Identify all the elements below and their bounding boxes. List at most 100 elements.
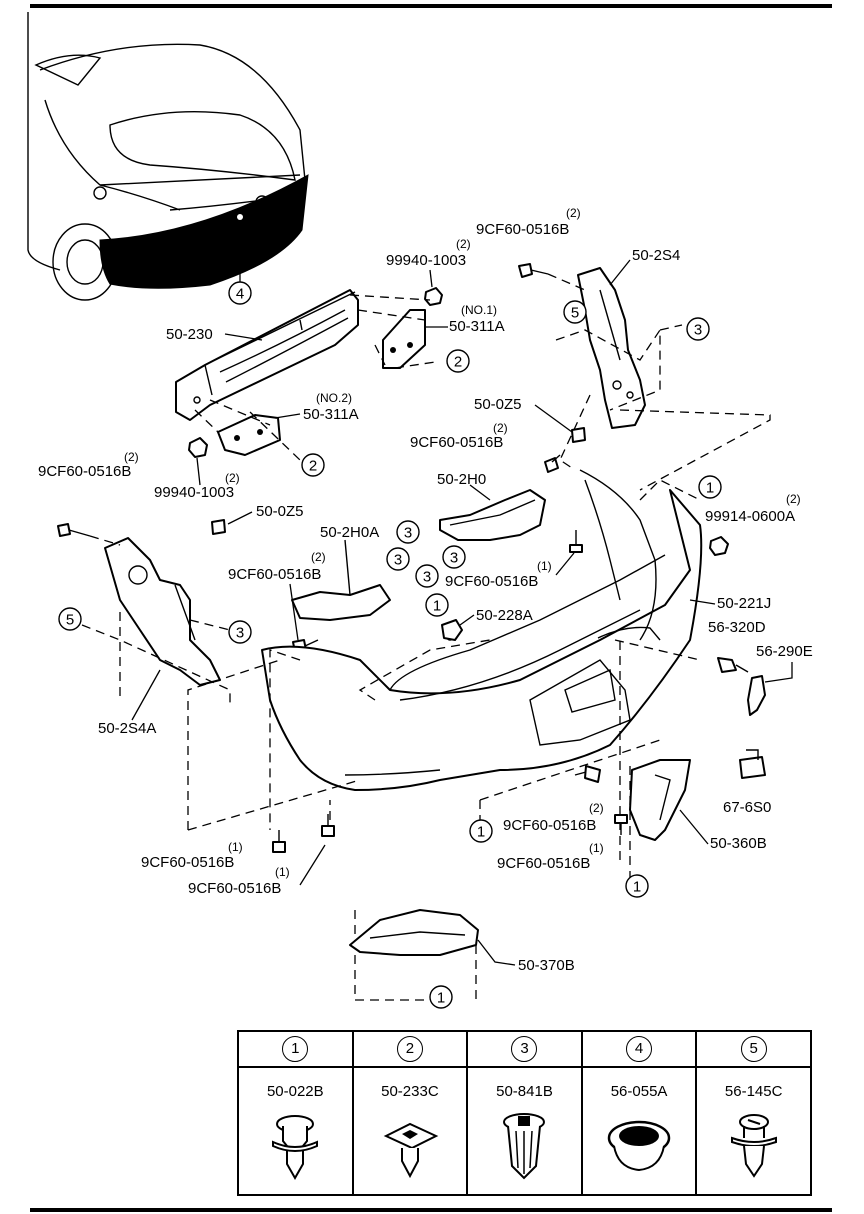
fastener-legend-table: 1 2 3 4 5 50-022B 50-233C 50-841B xyxy=(237,1030,812,1196)
grommet-clip-icon xyxy=(503,1112,546,1179)
bolt-lower-left-1 xyxy=(272,830,286,853)
lower-garnish xyxy=(349,909,479,956)
callout-2-b xyxy=(301,453,325,477)
callout-3-f xyxy=(228,620,252,644)
callout-3-b xyxy=(396,520,420,544)
nut-top xyxy=(424,287,443,306)
callout-1-a xyxy=(698,475,722,499)
bottom-rule xyxy=(30,1208,832,1212)
legend-cell-1: 50-022B xyxy=(237,1066,354,1196)
label-bolt-left: 9CF60-0516B xyxy=(38,463,131,480)
callout-3-b-label: 3 xyxy=(404,525,412,542)
callout-3-a-label: 3 xyxy=(694,322,702,339)
callout-1-e xyxy=(429,985,453,1009)
plug-cap-icon xyxy=(607,1120,671,1171)
label-bolt-lower-left1-qty: (1) xyxy=(228,840,243,854)
legend-cell-4: 56-055A xyxy=(580,1066,698,1196)
label-bolt-support-left-qty: (2) xyxy=(311,550,326,564)
clip-left xyxy=(211,519,226,535)
callout-3-c xyxy=(442,545,466,569)
bumper-reinforcement xyxy=(175,289,359,421)
callout-3-e-label: 3 xyxy=(423,569,431,586)
label-bolt-lower-left2-qty: (1) xyxy=(275,865,290,879)
legend-ref-1: 1 xyxy=(237,1030,354,1068)
callout-5-b-label: 5 xyxy=(66,612,74,629)
label-bolt-lower-center-qty: (2) xyxy=(589,801,604,815)
bolt-left xyxy=(57,523,91,537)
rear-bumper-cover xyxy=(261,469,703,791)
callout-1-d-label: 1 xyxy=(633,879,641,896)
nut-clip-icon xyxy=(383,1122,439,1178)
label-nut-left-qty: (2) xyxy=(225,471,240,485)
callout-3-e xyxy=(415,564,439,588)
legend-ref-circle: 3 xyxy=(511,1036,538,1062)
label-bolt-left-qty: (2) xyxy=(124,450,139,464)
legend-ref-5: 5 xyxy=(695,1030,812,1068)
legend-ref-circle: 4 xyxy=(626,1036,653,1062)
label-splash-shield: 50-360B xyxy=(710,835,767,852)
label-bumper: 50-221J xyxy=(717,595,771,612)
callout-5-b xyxy=(58,607,82,631)
legend-part-number: 56-145C xyxy=(724,1082,783,1100)
callout-1-c-label: 1 xyxy=(477,824,485,841)
plate-clip-holder xyxy=(739,749,766,779)
callout-2-a-label: 2 xyxy=(454,354,462,371)
label-plate-clip: 56-290E xyxy=(756,643,813,660)
callout-3-f-label: 3 xyxy=(236,625,244,642)
label-bolt-lower-center: 9CF60-0516B xyxy=(503,817,596,834)
nut-left xyxy=(188,437,208,458)
legend-ref-4: 4 xyxy=(580,1030,698,1068)
label-screw-plate: 56-320D xyxy=(708,619,766,636)
callout-2-b-label: 2 xyxy=(309,458,317,475)
callout-3-c-label: 3 xyxy=(450,550,458,567)
bolt-top-right xyxy=(518,263,549,278)
side-bracket-left xyxy=(104,537,221,686)
label-nut-right: 99914-0600A xyxy=(705,508,795,525)
label-bracket-no1: 50-311A xyxy=(449,318,505,335)
label-bracket-left: 50-2S4A xyxy=(98,720,156,737)
legend-ref-3: 3 xyxy=(466,1030,583,1068)
support-left xyxy=(291,539,391,621)
screw-plate xyxy=(717,657,749,673)
bracket-no1 xyxy=(382,309,426,369)
legend-part-number: 50-841B xyxy=(496,1082,553,1100)
screw-clip-icon xyxy=(730,1113,777,1178)
label-bracket-right: 50-2S4 xyxy=(632,247,680,264)
top-rule xyxy=(30,4,832,8)
support-center xyxy=(439,489,546,541)
side-bracket-right xyxy=(577,267,646,429)
clip-center xyxy=(571,427,586,443)
callout-4-label: 4 xyxy=(236,286,244,303)
callout-3-d xyxy=(386,547,410,571)
label-bolt-support-left: 9CF60-0516B xyxy=(228,566,321,583)
callout-3-d-label: 3 xyxy=(394,552,402,569)
legend-ref-circle: 2 xyxy=(396,1036,423,1062)
label-bolt-mid-qty: (1) xyxy=(537,559,552,573)
legend-cell-3: 50-841B xyxy=(466,1066,583,1196)
label-bracket-no2: 50-311A xyxy=(303,406,359,423)
legend-cell-2: 50-233C xyxy=(351,1066,469,1196)
label-support-left: 50-2H0A xyxy=(320,524,379,541)
label-bolt-top-right-qty: (2) xyxy=(566,206,581,220)
callout-4-car xyxy=(228,281,252,305)
bolt-center xyxy=(544,454,561,473)
push-clip-icon xyxy=(272,1114,319,1180)
bolt-mid xyxy=(569,530,583,553)
legend-ref-circle: 1 xyxy=(282,1036,309,1062)
label-nut-left: 99940-1003 xyxy=(154,484,234,501)
label-clip-center: 50-0Z5 xyxy=(474,396,522,413)
label-bolt-top-right: 9CF60-0516B xyxy=(476,221,569,238)
label-bolt-lower-left1: 9CF60-0516B xyxy=(141,854,234,871)
callout-1-a-label: 1 xyxy=(706,480,714,497)
callout-1-b xyxy=(425,593,449,617)
legend-ref-2: 2 xyxy=(351,1030,469,1068)
label-bolt-lower-right-qty: (1) xyxy=(589,841,604,855)
label-bracket-no1-note: (NO.1) xyxy=(461,303,497,317)
label-bolt-lower-left2: 9CF60-0516B xyxy=(188,880,281,897)
label-nut-top-qty: (2) xyxy=(456,237,471,251)
callout-5-a-label: 5 xyxy=(571,305,579,322)
callout-1-e-label: 1 xyxy=(437,990,445,1007)
label-bolt-center-qty: (2) xyxy=(493,421,508,435)
callout-5-a xyxy=(563,300,587,324)
callout-1-d xyxy=(625,874,649,898)
